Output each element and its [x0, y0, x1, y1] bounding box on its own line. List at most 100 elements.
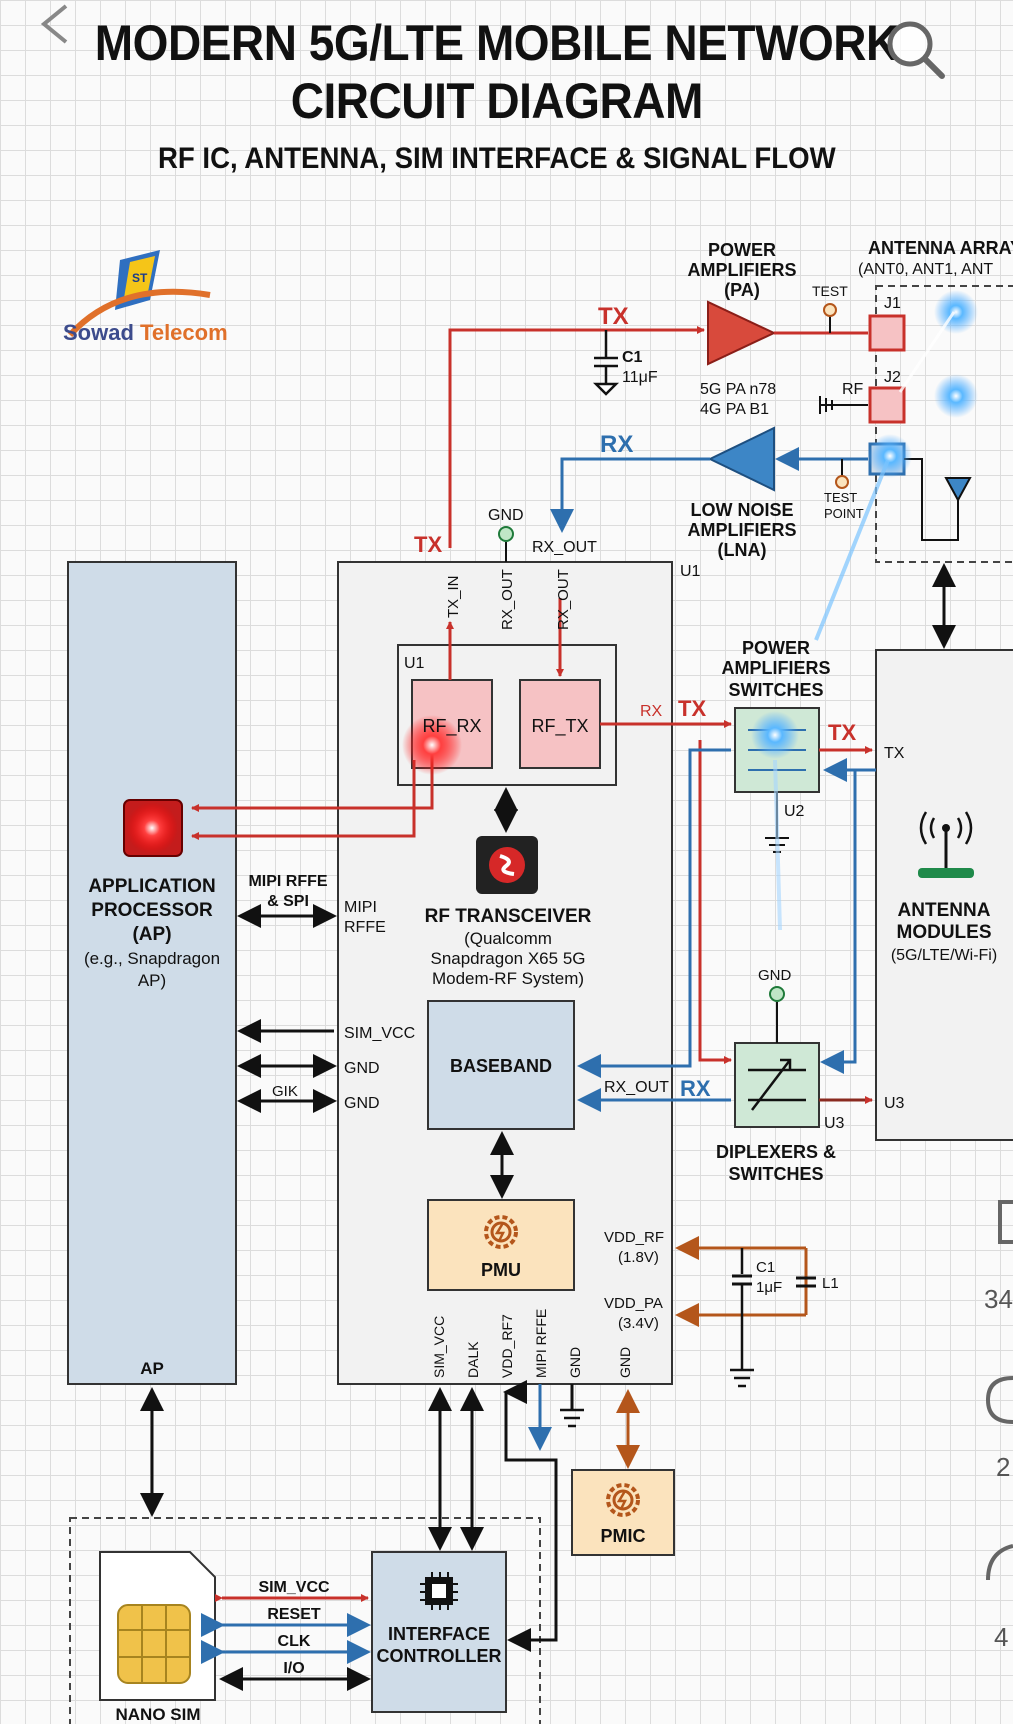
low-noise-amplifier-icon: [707, 426, 775, 492]
label-u3-out: U3: [884, 1095, 905, 1112]
label-nano-sim: NANO SIM: [116, 1705, 201, 1724]
label-tx-module: TX: [884, 745, 905, 762]
back-arrow-icon[interactable]: [36, 2, 76, 46]
label-gik: GIK: [272, 1083, 298, 1100]
label-ic-1: INTERFACE: [388, 1624, 490, 1644]
search-icon[interactable]: [880, 14, 950, 84]
label-mipi-1: MIPI RFFE: [248, 873, 327, 890]
baseband-block: [427, 1000, 575, 1130]
page-subtitle: RF IC, ANTENNA, SIM INTERFACE & SIGNAL F…: [157, 142, 836, 175]
label-am-2: MODULES: [897, 922, 992, 943]
label-vdd-pa-2: (3.4V): [618, 1315, 659, 1332]
label-rf-rx: RF_RX: [422, 716, 481, 737]
label-antenna-array-sub: (ANT0, ANT1, ANT: [858, 261, 993, 278]
logo-text-part1: Sowad: [63, 320, 134, 345]
label-mipi-2: & SPI: [267, 893, 309, 910]
label-rx-out-bb: RX_OUT: [604, 1079, 669, 1096]
label-pa-3: (PA): [724, 280, 760, 300]
page-title-line1: MODERN 5G/LTE MOBILE NETWORK: [94, 15, 899, 71]
label-baseband: BASEBAND: [450, 1056, 552, 1076]
label-am-1: ANTENNA: [898, 900, 991, 921]
label-l1: L1: [822, 1275, 839, 1292]
diplexer-block: [734, 1042, 820, 1128]
label-rft-1: RF TRANSCEIVER: [425, 906, 592, 927]
application-processor-block: [67, 561, 237, 1385]
pmic-gear-icon: [606, 1483, 640, 1517]
label-pa-1: POWER: [708, 240, 776, 260]
pmu-block: [427, 1199, 575, 1291]
label-rft-4: Modem-RF System): [432, 969, 584, 988]
logo-text-part2: Telecom: [140, 320, 228, 345]
label-u1-outer: U1: [680, 563, 701, 580]
antenna-modules-block: [875, 649, 1013, 1141]
page-title-line2: CIRCUIT DIAGRAM: [290, 73, 704, 129]
label-u1-inner: U1: [404, 655, 425, 672]
label-pin-gnd-2: GND: [617, 1347, 633, 1378]
label-dip-1: DIPLEXERS &: [716, 1142, 836, 1162]
label-c1-bottom: C1: [756, 1259, 775, 1276]
antenna-signal-icon: [918, 811, 974, 878]
label-sim-line-4: I/O: [283, 1660, 304, 1677]
label-vdd-rf-2: (1.8V): [618, 1249, 659, 1266]
label-am-3: (5G/LTE/Wi-Fi): [891, 947, 997, 964]
comment-icon[interactable]: [982, 1372, 1013, 1428]
label-pmic: PMIC: [601, 1526, 646, 1546]
j1-connector: [868, 314, 906, 352]
label-ap-3: (AP): [132, 924, 171, 945]
label-sim-line-1: SIM_VCC: [258, 1579, 330, 1596]
label-sim-line-3: CLK: [278, 1633, 311, 1650]
label-lna-3: (LNA): [718, 540, 767, 560]
label-rft-3: Snapdragon X65 5G: [430, 949, 585, 968]
label-gnd-1: GND: [344, 1060, 380, 1077]
label-rx-out-top: RX_OUT: [532, 539, 597, 556]
share-count: 4: [994, 1622, 1009, 1652]
label-j1: J1: [884, 295, 901, 312]
label-tx-left: TX: [414, 532, 442, 557]
label-sim-vcc: SIM_VCC: [344, 1025, 415, 1042]
label-tx-top: TX: [598, 303, 629, 330]
label-pmu: PMU: [481, 1260, 521, 1280]
label-ic-2: CONTROLLER: [377, 1646, 502, 1666]
label-ap-4: (e.g., Snapdragon: [84, 949, 220, 968]
antenna-array-box: [875, 285, 1013, 563]
label-test-point-1: TEST: [824, 490, 857, 505]
pmu-gear-icon: [484, 1215, 518, 1249]
label-tx-in: TX_IN: [445, 575, 462, 618]
like-icon[interactable]: [982, 1192, 1013, 1248]
label-gnd-mid: GND: [758, 967, 792, 984]
label-ap-bottom: AP: [140, 1359, 164, 1378]
label-pa-band1: 5G PA n78: [700, 381, 776, 398]
controller-chip-icon: [420, 1572, 458, 1610]
label-rf-tx: RF_TX: [531, 716, 588, 737]
comment-count: 2: [996, 1452, 1011, 1482]
brand-logo: ST Sowad Telecom: [60, 240, 230, 360]
label-rx-out-v1: RX_OUT: [499, 569, 516, 630]
label-u2: U2: [784, 803, 805, 820]
label-tx-switch-in: TX: [678, 696, 706, 721]
logo-badge: ST: [132, 271, 148, 285]
label-mipi-r1: MIPI: [344, 899, 377, 916]
power-amplifier-icon: [707, 300, 777, 366]
label-rft-2: (Qualcomm: [464, 929, 552, 948]
ground-symbol: [560, 1408, 584, 1428]
label-test: TEST: [812, 283, 848, 299]
label-test-point-2: POINT: [824, 506, 864, 521]
label-ap-5: AP): [138, 971, 166, 990]
label-dip-2: SWITCHES: [728, 1164, 823, 1184]
sim-interface-box: [69, 1517, 541, 1724]
label-pin-dalk: DALK: [465, 1341, 481, 1378]
label-pas-1: POWER: [742, 638, 810, 658]
share-icon[interactable]: [982, 1540, 1013, 1590]
label-sim-line-2: RESET: [267, 1606, 321, 1623]
label-c1-bottom-value: 1μF: [756, 1279, 782, 1296]
label-lna-1: LOW NOISE: [691, 500, 794, 520]
label-mipi-r2: RFFE: [344, 919, 386, 936]
logo-text: Sowad Telecom: [63, 320, 228, 346]
label-vdd-rf-1: VDD_RF: [604, 1229, 664, 1246]
label-ap-1: APPLICATION: [88, 876, 215, 897]
label-c1-top: C1: [622, 349, 643, 366]
pmic-block: [571, 1469, 675, 1556]
sim-chip-icon: [117, 1604, 191, 1684]
label-pin-gnd-1: GND: [567, 1347, 583, 1378]
